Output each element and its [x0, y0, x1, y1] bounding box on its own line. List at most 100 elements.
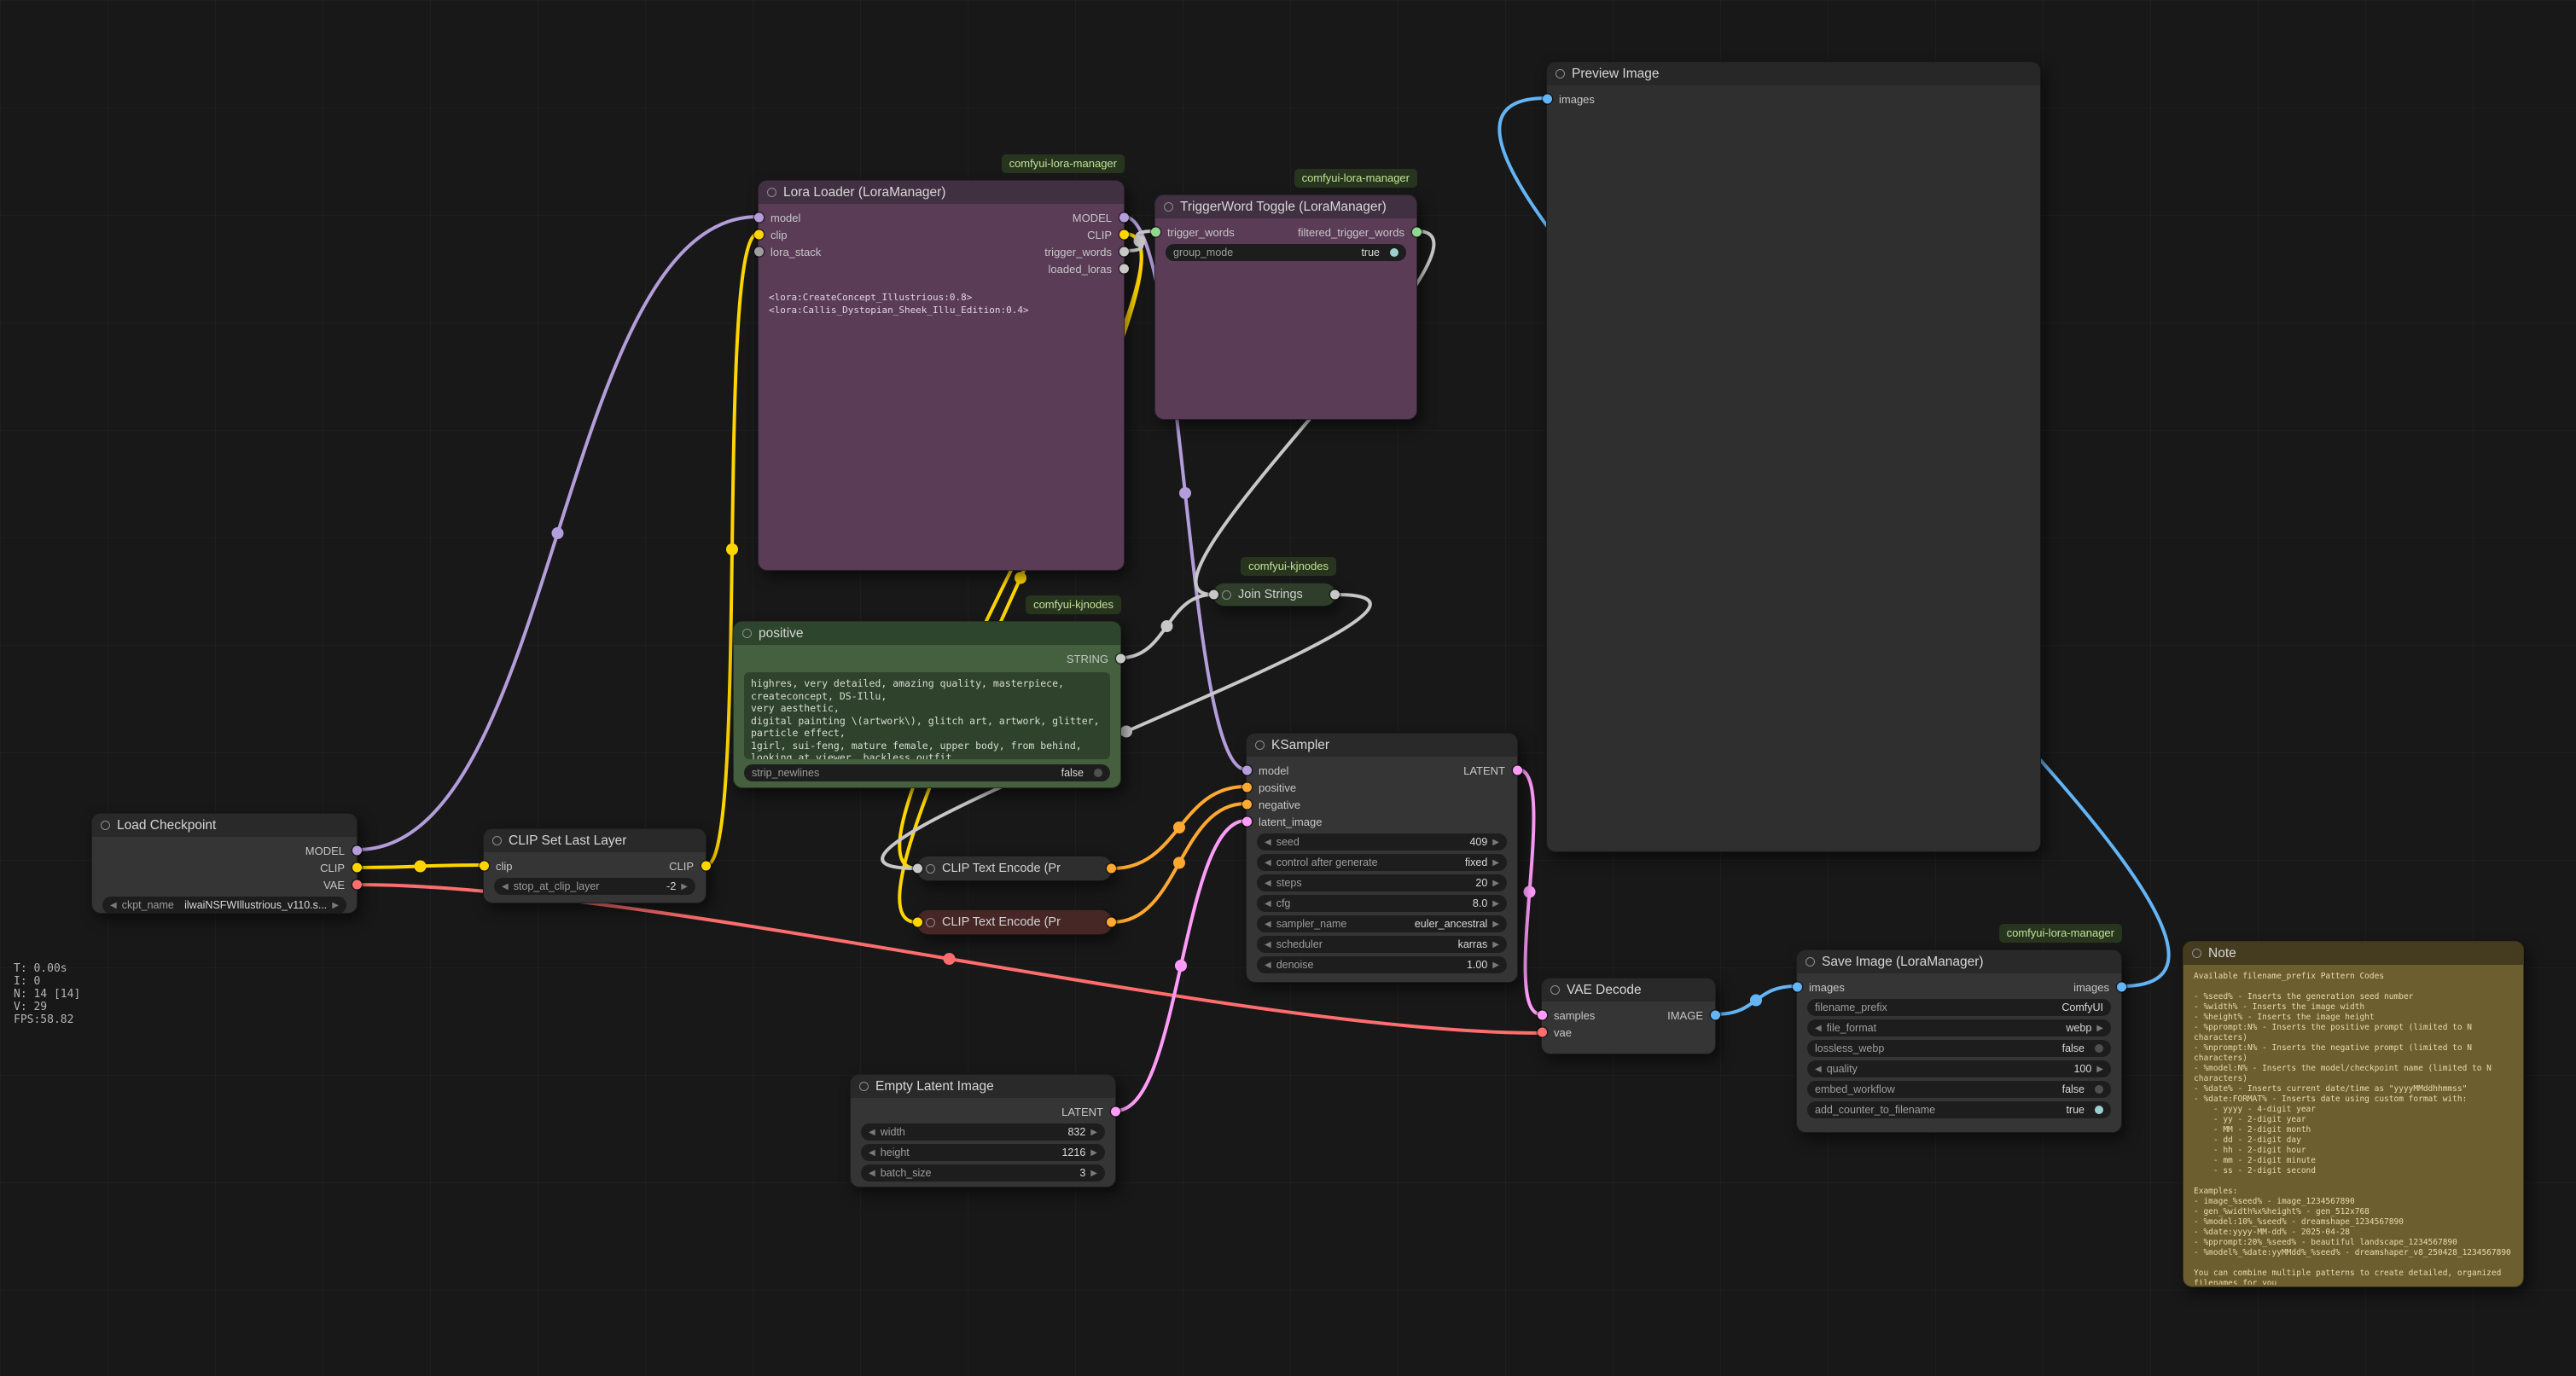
- output-port-LATENT[interactable]: LATENT: [1061, 1103, 1120, 1120]
- node-clip-text-encode-positive[interactable]: CLIP Text Encode (Pr: [913, 856, 1116, 881]
- output-port-images[interactable]: images: [2073, 978, 2126, 996]
- input-port-positive[interactable]: positive: [1241, 779, 1296, 796]
- collapse-toggle-icon[interactable]: [2192, 949, 2201, 958]
- output-port-CLIP[interactable]: CLIP: [1087, 226, 1129, 243]
- output-port-VAE[interactable]: VAE: [323, 876, 362, 893]
- output-port-dot-icon[interactable]: [1107, 917, 1116, 927]
- increment-arrow-icon[interactable]: ▶: [1090, 1127, 1097, 1137]
- port-dot-icon[interactable]: [479, 861, 489, 871]
- widget-stop-at-clip-layer[interactable]: ◀stop_at_clip_layer-2▶: [494, 878, 695, 895]
- collapse-toggle-icon[interactable]: [742, 629, 752, 638]
- increment-arrow-icon[interactable]: ▶: [1492, 898, 1499, 909]
- decrement-arrow-icon[interactable]: ◀: [1265, 919, 1271, 929]
- input-port-latent_image[interactable]: latent_image: [1241, 813, 1322, 830]
- port-dot-icon[interactable]: [701, 861, 711, 871]
- collapse-toggle-icon[interactable]: [1806, 957, 1815, 967]
- port-dot-icon[interactable]: [1110, 1106, 1120, 1117]
- port-dot-icon[interactable]: [352, 845, 362, 856]
- port-dot-icon[interactable]: [2116, 982, 2126, 992]
- output-port-MODEL[interactable]: MODEL: [305, 842, 362, 859]
- output-port-LATENT[interactable]: LATENT: [1463, 762, 1522, 779]
- toggle-dot-icon[interactable]: [1094, 769, 1102, 777]
- port-dot-icon[interactable]: [1512, 765, 1522, 775]
- toggle-dot-icon[interactable]: [2095, 1044, 2103, 1053]
- prompt-text[interactable]: highres, very detailed, amazing quality,…: [744, 672, 1110, 759]
- output-port-IMAGE[interactable]: IMAGE: [1667, 1007, 1720, 1024]
- toggle-dot-icon[interactable]: [2095, 1085, 2103, 1094]
- increment-arrow-icon[interactable]: ▶: [1090, 1168, 1097, 1178]
- input-port-model[interactable]: model: [1241, 762, 1288, 779]
- output-port-dot-icon[interactable]: [1107, 863, 1116, 874]
- node-clip-text-encode-negative[interactable]: CLIP Text Encode (Pr: [913, 909, 1116, 935]
- node-title-bar[interactable]: KSampler: [1247, 734, 1517, 757]
- port-dot-icon[interactable]: [1241, 782, 1252, 793]
- decrement-arrow-icon[interactable]: ◀: [1265, 960, 1271, 970]
- increment-arrow-icon[interactable]: ▶: [2096, 1023, 2103, 1033]
- collapse-toggle-icon[interactable]: [1550, 985, 1560, 995]
- increment-arrow-icon[interactable]: ▶: [1492, 919, 1499, 929]
- port-dot-icon[interactable]: [1241, 765, 1252, 775]
- decrement-arrow-icon[interactable]: ◀: [1265, 939, 1271, 949]
- port-dot-icon[interactable]: [1710, 1010, 1720, 1020]
- node-title-bar[interactable]: TriggerWord Toggle (LoraManager): [1155, 195, 1416, 218]
- port-dot-icon[interactable]: [1537, 1027, 1547, 1037]
- decrement-arrow-icon[interactable]: ◀: [869, 1168, 875, 1178]
- increment-arrow-icon[interactable]: ▶: [1492, 857, 1499, 868]
- collapse-toggle-icon[interactable]: [859, 1082, 869, 1091]
- output-port-dot-icon[interactable]: [1330, 589, 1340, 600]
- input-port-trigger_words[interactable]: trigger_words: [1150, 224, 1235, 241]
- node-title-bar[interactable]: VAE Decode: [1542, 978, 1715, 1002]
- input-port-lora_stack[interactable]: lora_stack: [753, 243, 821, 260]
- collapse-toggle-icon[interactable]: [1164, 202, 1173, 212]
- port-dot-icon[interactable]: [1119, 264, 1129, 274]
- increment-arrow-icon[interactable]: ▶: [1492, 878, 1499, 888]
- node-title-bar[interactable]: Preview Image: [1547, 62, 2040, 85]
- input-port-negative[interactable]: negative: [1241, 796, 1300, 813]
- collapse-toggle-icon[interactable]: [926, 863, 935, 874]
- node-title-bar[interactable]: Empty Latent Image: [851, 1075, 1115, 1098]
- increment-arrow-icon[interactable]: ▶: [1492, 960, 1499, 970]
- node-title-bar[interactable]: Note: [2183, 942, 2523, 965]
- collapse-toggle-icon[interactable]: [767, 188, 776, 197]
- port-dot-icon[interactable]: [1537, 1010, 1547, 1020]
- node-preview-image[interactable]: Preview Image images: [1542, 61, 2041, 852]
- input-port-dot-icon[interactable]: [913, 863, 922, 874]
- port-dot-icon[interactable]: [1411, 227, 1422, 237]
- decrement-arrow-icon[interactable]: ◀: [110, 900, 117, 910]
- decrement-arrow-icon[interactable]: ◀: [502, 881, 509, 891]
- input-port-model[interactable]: model: [753, 209, 800, 226]
- increment-arrow-icon[interactable]: ▶: [1492, 939, 1499, 949]
- toggle-dot-icon[interactable]: [2095, 1106, 2103, 1114]
- increment-arrow-icon[interactable]: ▶: [1090, 1147, 1097, 1158]
- port-dot-icon[interactable]: [1542, 94, 1552, 104]
- port-dot-icon[interactable]: [753, 247, 764, 257]
- output-port-trigger_words[interactable]: trigger_words: [1044, 243, 1129, 260]
- decrement-arrow-icon[interactable]: ◀: [869, 1127, 875, 1137]
- input-port-images[interactable]: images: [1542, 90, 1595, 107]
- collapse-toggle-icon[interactable]: [1222, 589, 1231, 600]
- output-port-loaded_loras[interactable]: loaded_loras: [1049, 260, 1129, 277]
- decrement-arrow-icon[interactable]: ◀: [1265, 898, 1271, 909]
- port-dot-icon[interactable]: [753, 212, 764, 223]
- node-title-bar[interactable]: Load Checkpoint: [92, 814, 357, 837]
- output-port-CLIP[interactable]: CLIP: [320, 859, 362, 876]
- toggle-dot-icon[interactable]: [1390, 248, 1398, 257]
- node-title-bar[interactable]: Lora Loader (LoraManager): [759, 181, 1124, 204]
